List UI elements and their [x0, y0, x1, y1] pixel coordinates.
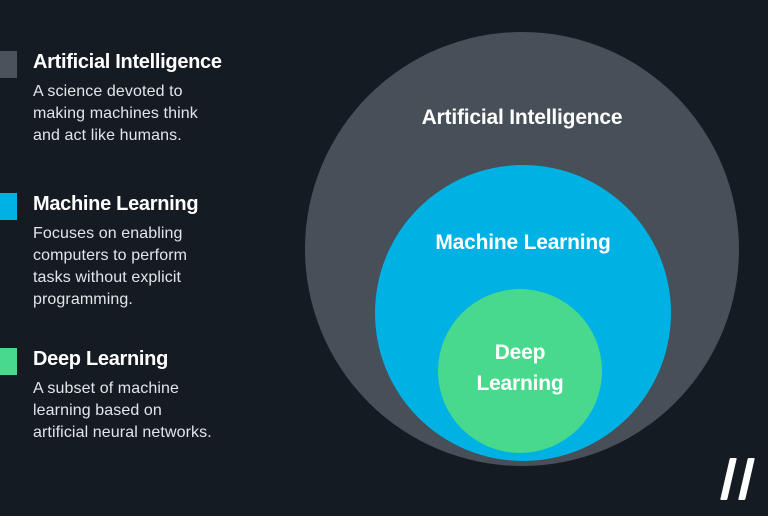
legend-description-line: learning based on — [33, 402, 162, 419]
legend-description: A science devoted to making machines thi… — [33, 81, 222, 147]
machine-learning-circle-label: Machine Learning — [435, 231, 611, 254]
ai-color-swatch-icon — [0, 51, 17, 78]
ml-color-swatch-icon — [0, 193, 17, 220]
legend-description-line: A science devoted to — [33, 83, 183, 100]
legend-description-line: A subset of machine — [33, 380, 179, 397]
legend-item-artificial-intelligence: Artificial Intelligence A science devote… — [0, 50, 222, 147]
dl-color-swatch-icon — [0, 348, 17, 375]
legend-item-deep-learning: Deep Learning A subset of machine learni… — [0, 347, 212, 444]
legend-description-line: programming. — [33, 291, 133, 308]
logo-slash — [720, 458, 737, 500]
deep-learning-label-line: Deep — [494, 341, 546, 364]
legend-description-line: computers to perform — [33, 247, 188, 264]
artificial-intelligence-circle-label: Artificial Intelligence — [421, 106, 623, 129]
legend-title-machine-learning: Machine Learning — [33, 193, 199, 215]
logo-slash — [738, 458, 755, 500]
legend-description-line: tasks without explicit — [33, 269, 182, 286]
legend-description: Focuses on enabling computers to perform… — [33, 223, 198, 311]
legend-description-line: and act like humans. — [33, 127, 182, 144]
legend-title-deep-learning: Deep Learning — [33, 348, 169, 370]
legend-title-artificial-intelligence: Artificial Intelligence — [33, 51, 222, 73]
legend-item-machine-learning: Machine Learning Focuses on enabling com… — [0, 192, 199, 311]
legend-text-block: Deep Learning A subset of machine learni… — [33, 347, 212, 444]
deep-learning-circle: Deep Learning — [438, 289, 602, 453]
legend-description-line: artificial neural networks. — [33, 424, 212, 441]
legend-description: A subset of machine learning based on ar… — [33, 378, 212, 444]
deep-learning-label-line: Learning — [476, 372, 564, 395]
legend-description-line: making machines think — [33, 105, 198, 122]
legend-text-block: Machine Learning Focuses on enabling com… — [33, 192, 199, 311]
legend-text-block: Artificial Intelligence A science devote… — [33, 50, 222, 147]
legend-description-line: Focuses on enabling — [33, 225, 183, 242]
deep-learning-circle-label: Deep Learning — [438, 337, 602, 399]
double-slash-logo-icon — [720, 458, 755, 500]
